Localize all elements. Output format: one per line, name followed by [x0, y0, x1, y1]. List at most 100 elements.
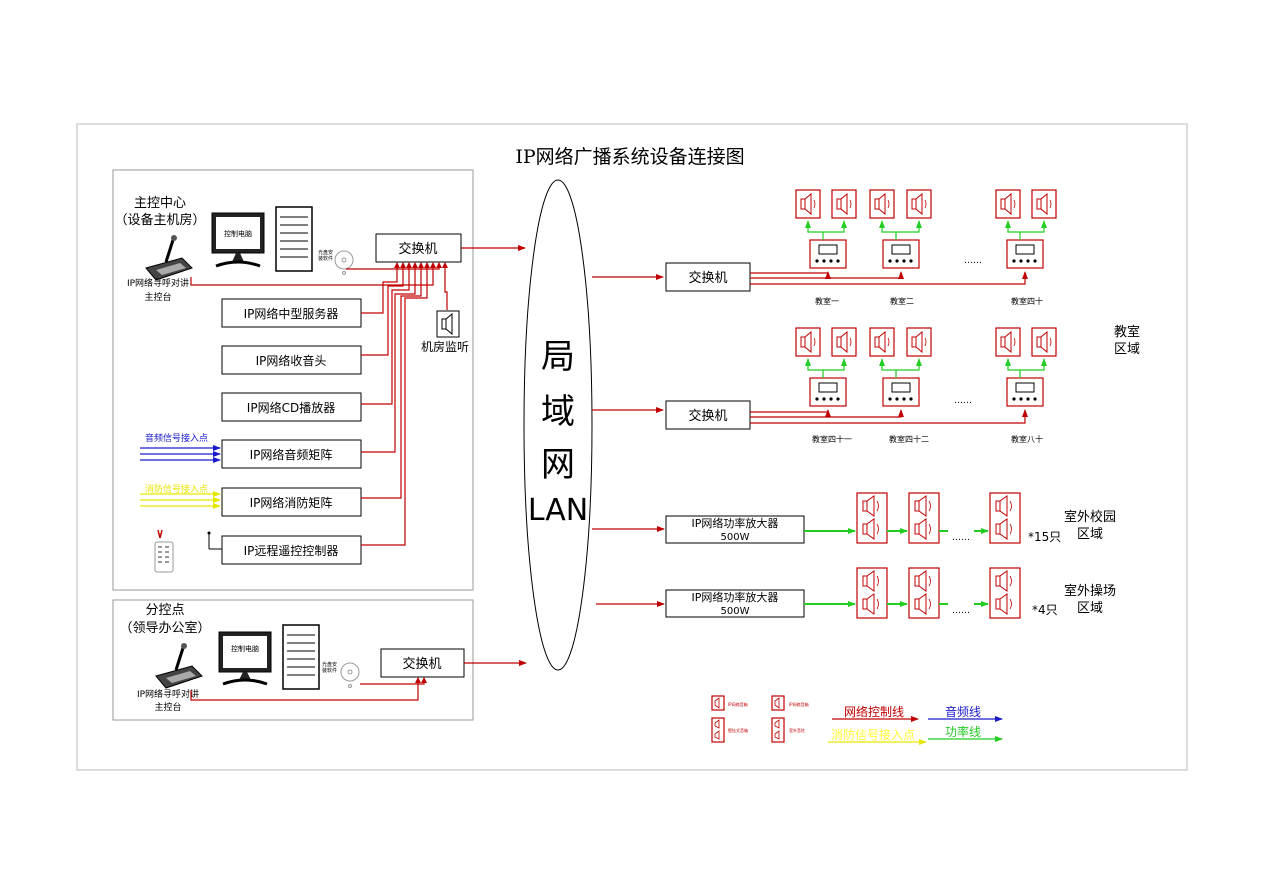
cd-disc-icon [334, 250, 354, 275]
legend-ip-speaker-icon-2 [771, 695, 785, 711]
classroom-network-lines-1 [750, 271, 1028, 285]
classroom-group-2: 交换机 …… 教室四十一 教室四十二 教室八十 [665, 327, 1057, 444]
branch-switch [380, 648, 465, 678]
legend-fire-input-label: 消防信号接入点 [831, 727, 915, 742]
classroom-name: 教室四十 [1011, 296, 1043, 306]
outdoor-count-2: *4只 [1032, 603, 1058, 617]
branch-monitor-icon [218, 631, 272, 686]
legend-outdoor-column-icon [771, 717, 785, 743]
power-amp-2-power: 500W [721, 606, 750, 617]
device-audio-matrix [221, 439, 362, 469]
outdoor-area-1: 室外校园 [1064, 509, 1116, 525]
speaker-icon [995, 189, 1021, 219]
speaker-icon [995, 327, 1021, 357]
device-audio-matrix-label: IP网络音频矩阵 [250, 447, 333, 462]
branch-disc-label: 光盘安 [322, 661, 337, 668]
branch-subtitle: （领导办公室） [119, 620, 210, 636]
column-speaker-icon [908, 492, 940, 544]
switch-input-arrows [394, 262, 448, 268]
classroom-name: 教室八十 [1011, 434, 1043, 444]
speaker-icon [795, 327, 821, 357]
speaker-icon [906, 189, 932, 219]
fire-input-lines [140, 491, 221, 509]
main-center-frame [112, 169, 474, 591]
power-amp-2 [665, 589, 805, 618]
branch-switch-label: 交换机 [402, 656, 441, 672]
main-center-subtitle: （设备主机房） [114, 212, 205, 228]
device-tuner-label: IP网络收音头 [256, 353, 327, 368]
antenna-icon [207, 531, 222, 550]
speaker-icon [1031, 189, 1057, 219]
device-fire-matrix [221, 487, 362, 517]
speaker-power-lines-1 [805, 220, 1047, 240]
fire-input-label: 消防信号接入点 [145, 483, 208, 495]
branch-server-tower-icon [282, 624, 320, 690]
device-network-lines [190, 265, 448, 546]
speaker-icon [831, 189, 857, 219]
classroom-area-label: 教室 [1114, 324, 1140, 340]
ip-terminal-icon [809, 239, 847, 269]
audio-input-label: 音频信号接入点 [145, 432, 208, 444]
main-disc-label-2: 装软件 [318, 255, 333, 262]
speaker-icon [869, 189, 895, 219]
column-speaker-icon [856, 567, 888, 619]
outdoor-ellipsis-2: …… [952, 606, 970, 616]
device-cd-player [221, 392, 362, 422]
main-disc-label: 光盘安 [318, 249, 333, 256]
legend-icon-note-3: IP网络音箱 [789, 701, 809, 707]
legend-icon-note-4: 室外音柱 [789, 727, 805, 733]
outdoor-area-2: 室外操场 [1064, 583, 1116, 599]
classroom-switch-1-label: 交换机 [688, 270, 727, 286]
lan-label-2: 域 [541, 392, 575, 432]
main-center-title: 主控中心 [134, 196, 186, 211]
main-console-label: IP网络寻呼对讲 [127, 277, 189, 289]
device-server-label: IP网络中型服务器 [244, 306, 339, 321]
outdoor-area-2-sub: 区域 [1077, 601, 1103, 616]
lan-cloud: 局 域 网 LAN [523, 179, 593, 671]
device-remote-controller [221, 535, 362, 565]
column-speaker-icon [856, 492, 888, 544]
classroom-name: 教室二 [890, 296, 914, 306]
power-amp-1-label: IP网络功率放大器 [692, 516, 779, 530]
outdoor-area-1-sub: 区域 [1077, 527, 1103, 542]
legend-icon-note-2: 壁挂式音箱 [728, 727, 748, 733]
lan-connections [461, 245, 665, 666]
speaker-power-lines-2 [805, 358, 1047, 378]
classroom-ellipsis-2: …… [954, 396, 972, 406]
branch-console-label-2: 主控台 [154, 701, 181, 713]
power-amp-2-label: IP网络功率放大器 [692, 590, 779, 604]
ip-terminal-icon [882, 377, 920, 407]
lan-label-3: 网 [541, 445, 575, 485]
branch-cd-disc-icon [340, 662, 360, 688]
legend-network-line-label: 网络控制线 [844, 704, 904, 719]
ip-terminal-icon [882, 239, 920, 269]
classroom-switch-1 [665, 262, 751, 292]
branch-title: 分控点 [145, 603, 184, 618]
main-control-center: 主控中心 （设备主机房） IP网络寻呼对讲 主控台 控制电脑 [112, 169, 474, 591]
lan-label-4: LAN [528, 493, 588, 528]
machine-room-monitor-label: 机房监听 [421, 339, 469, 354]
ip-terminal-icon [1006, 239, 1044, 269]
branch-console-label: IP网络寻呼对讲 [137, 688, 199, 700]
paging-console-icon [145, 235, 193, 281]
classroom-group-1: 交换机 …… 教室一 教室二 教室四十 [665, 189, 1057, 306]
server-tower-icon [275, 206, 313, 272]
branch-monitor-label: 控制电脑 [231, 644, 259, 653]
main-monitor-label: 控制电脑 [224, 229, 252, 238]
diagram-title: IP网络广播系统设备连接图 [515, 146, 744, 168]
speaker-icon [869, 327, 895, 357]
branch-paging-console-icon [155, 643, 203, 689]
ip-terminal-icon [1006, 377, 1044, 407]
classroom-area-label-2: 区域 [1114, 342, 1140, 357]
branch-frame [112, 599, 474, 721]
outdoor-campus-group: IP网络功率放大器 500W …… *15只 室外校园 区域 [665, 492, 1116, 544]
column-speaker-icon [989, 492, 1021, 544]
machine-room-speaker-icon [436, 310, 460, 338]
speaker-icon [1031, 327, 1057, 357]
monitor-icon [211, 212, 265, 268]
classroom-ellipsis-1: …… [964, 256, 982, 266]
legend-power-line-label: 功率线 [945, 724, 981, 739]
speaker-icon [795, 189, 821, 219]
remote-control-icon [154, 529, 174, 573]
